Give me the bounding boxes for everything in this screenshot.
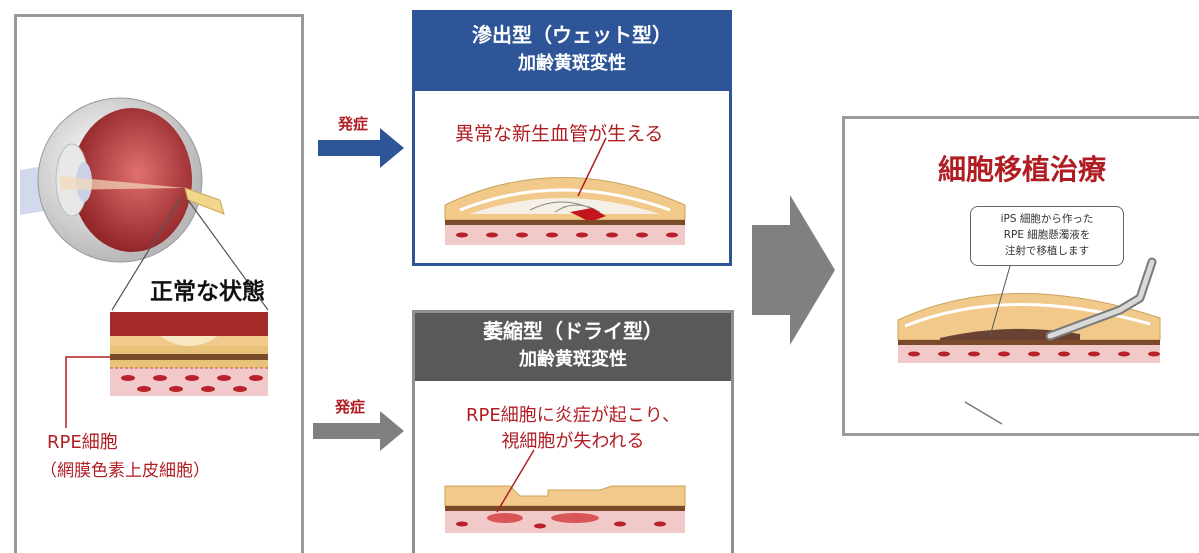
wet-amd-title: 滲出型（ウェット型） xyxy=(472,23,672,47)
treatment-arrow xyxy=(752,195,835,345)
treatment-callout: iPS 細胞から作った RPE 細胞懸濁液を 注射で移植します xyxy=(970,206,1124,266)
dry-amd-subtitle: 加齢黄斑変性 xyxy=(519,349,627,370)
wet-amd-subtitle: 加齢黄斑変性 xyxy=(518,53,626,74)
dry-amd-retina-section xyxy=(444,485,686,533)
eye-illustration xyxy=(20,97,225,263)
wet-amd-caption: 異常な新生血管が生える xyxy=(455,123,664,145)
transplant-retina-section xyxy=(897,293,1161,363)
cell-transplant-title: 細胞移植治療 xyxy=(937,153,1106,186)
cell-transplant-panel: 細胞移植治療 xyxy=(842,116,1199,436)
dry-amd-header: 萎縮型（ドライ型） 加齢黄斑変性 xyxy=(415,313,731,381)
onset-label-top: 発症 xyxy=(338,115,369,133)
dry-amd-caption-line1: RPE細胞に炎症が起こり、 xyxy=(465,405,680,426)
dry-amd-title: 萎縮型（ドライ型） xyxy=(483,319,663,343)
rpe-pointer-line xyxy=(65,356,110,428)
onset-arrow-top xyxy=(318,128,404,168)
callout-line1: iPS 細胞から作った xyxy=(1000,213,1094,225)
wet-amd-retina-section xyxy=(444,177,686,245)
wet-amd-header: 滲出型（ウェット型） 加齢黄斑変性 xyxy=(415,13,729,91)
decorative-stroke xyxy=(964,401,1003,425)
normal-retina-section xyxy=(110,312,268,396)
onset-arrow-bottom xyxy=(313,411,404,451)
wet-amd-panel: 滲出型（ウェット型） 加齢黄斑変性 異常な新生血管が生える xyxy=(412,10,732,266)
rpe-cell-sublabel: （網膜色素上皮細胞） xyxy=(40,461,210,481)
injection-needle xyxy=(1045,257,1157,341)
rpe-cell-label: RPE細胞 xyxy=(47,432,118,453)
callout-pointer-line xyxy=(989,265,1011,337)
callout-line2: RPE 細胞懸濁液を xyxy=(1003,229,1091,241)
wet-amd-pointer-line xyxy=(577,137,607,197)
normal-state-title: 正常な状態 xyxy=(150,279,265,305)
dry-amd-pointer-line xyxy=(496,449,535,513)
callout-line3: 注射で移植します xyxy=(1005,245,1089,257)
dry-amd-caption: RPE細胞に炎症が起こり、 視細胞が失われる xyxy=(415,403,731,455)
normal-state-panel xyxy=(14,14,304,553)
dry-amd-caption-line2: 視細胞が失われる xyxy=(501,431,645,452)
onset-label-bottom: 発症 xyxy=(335,398,366,416)
